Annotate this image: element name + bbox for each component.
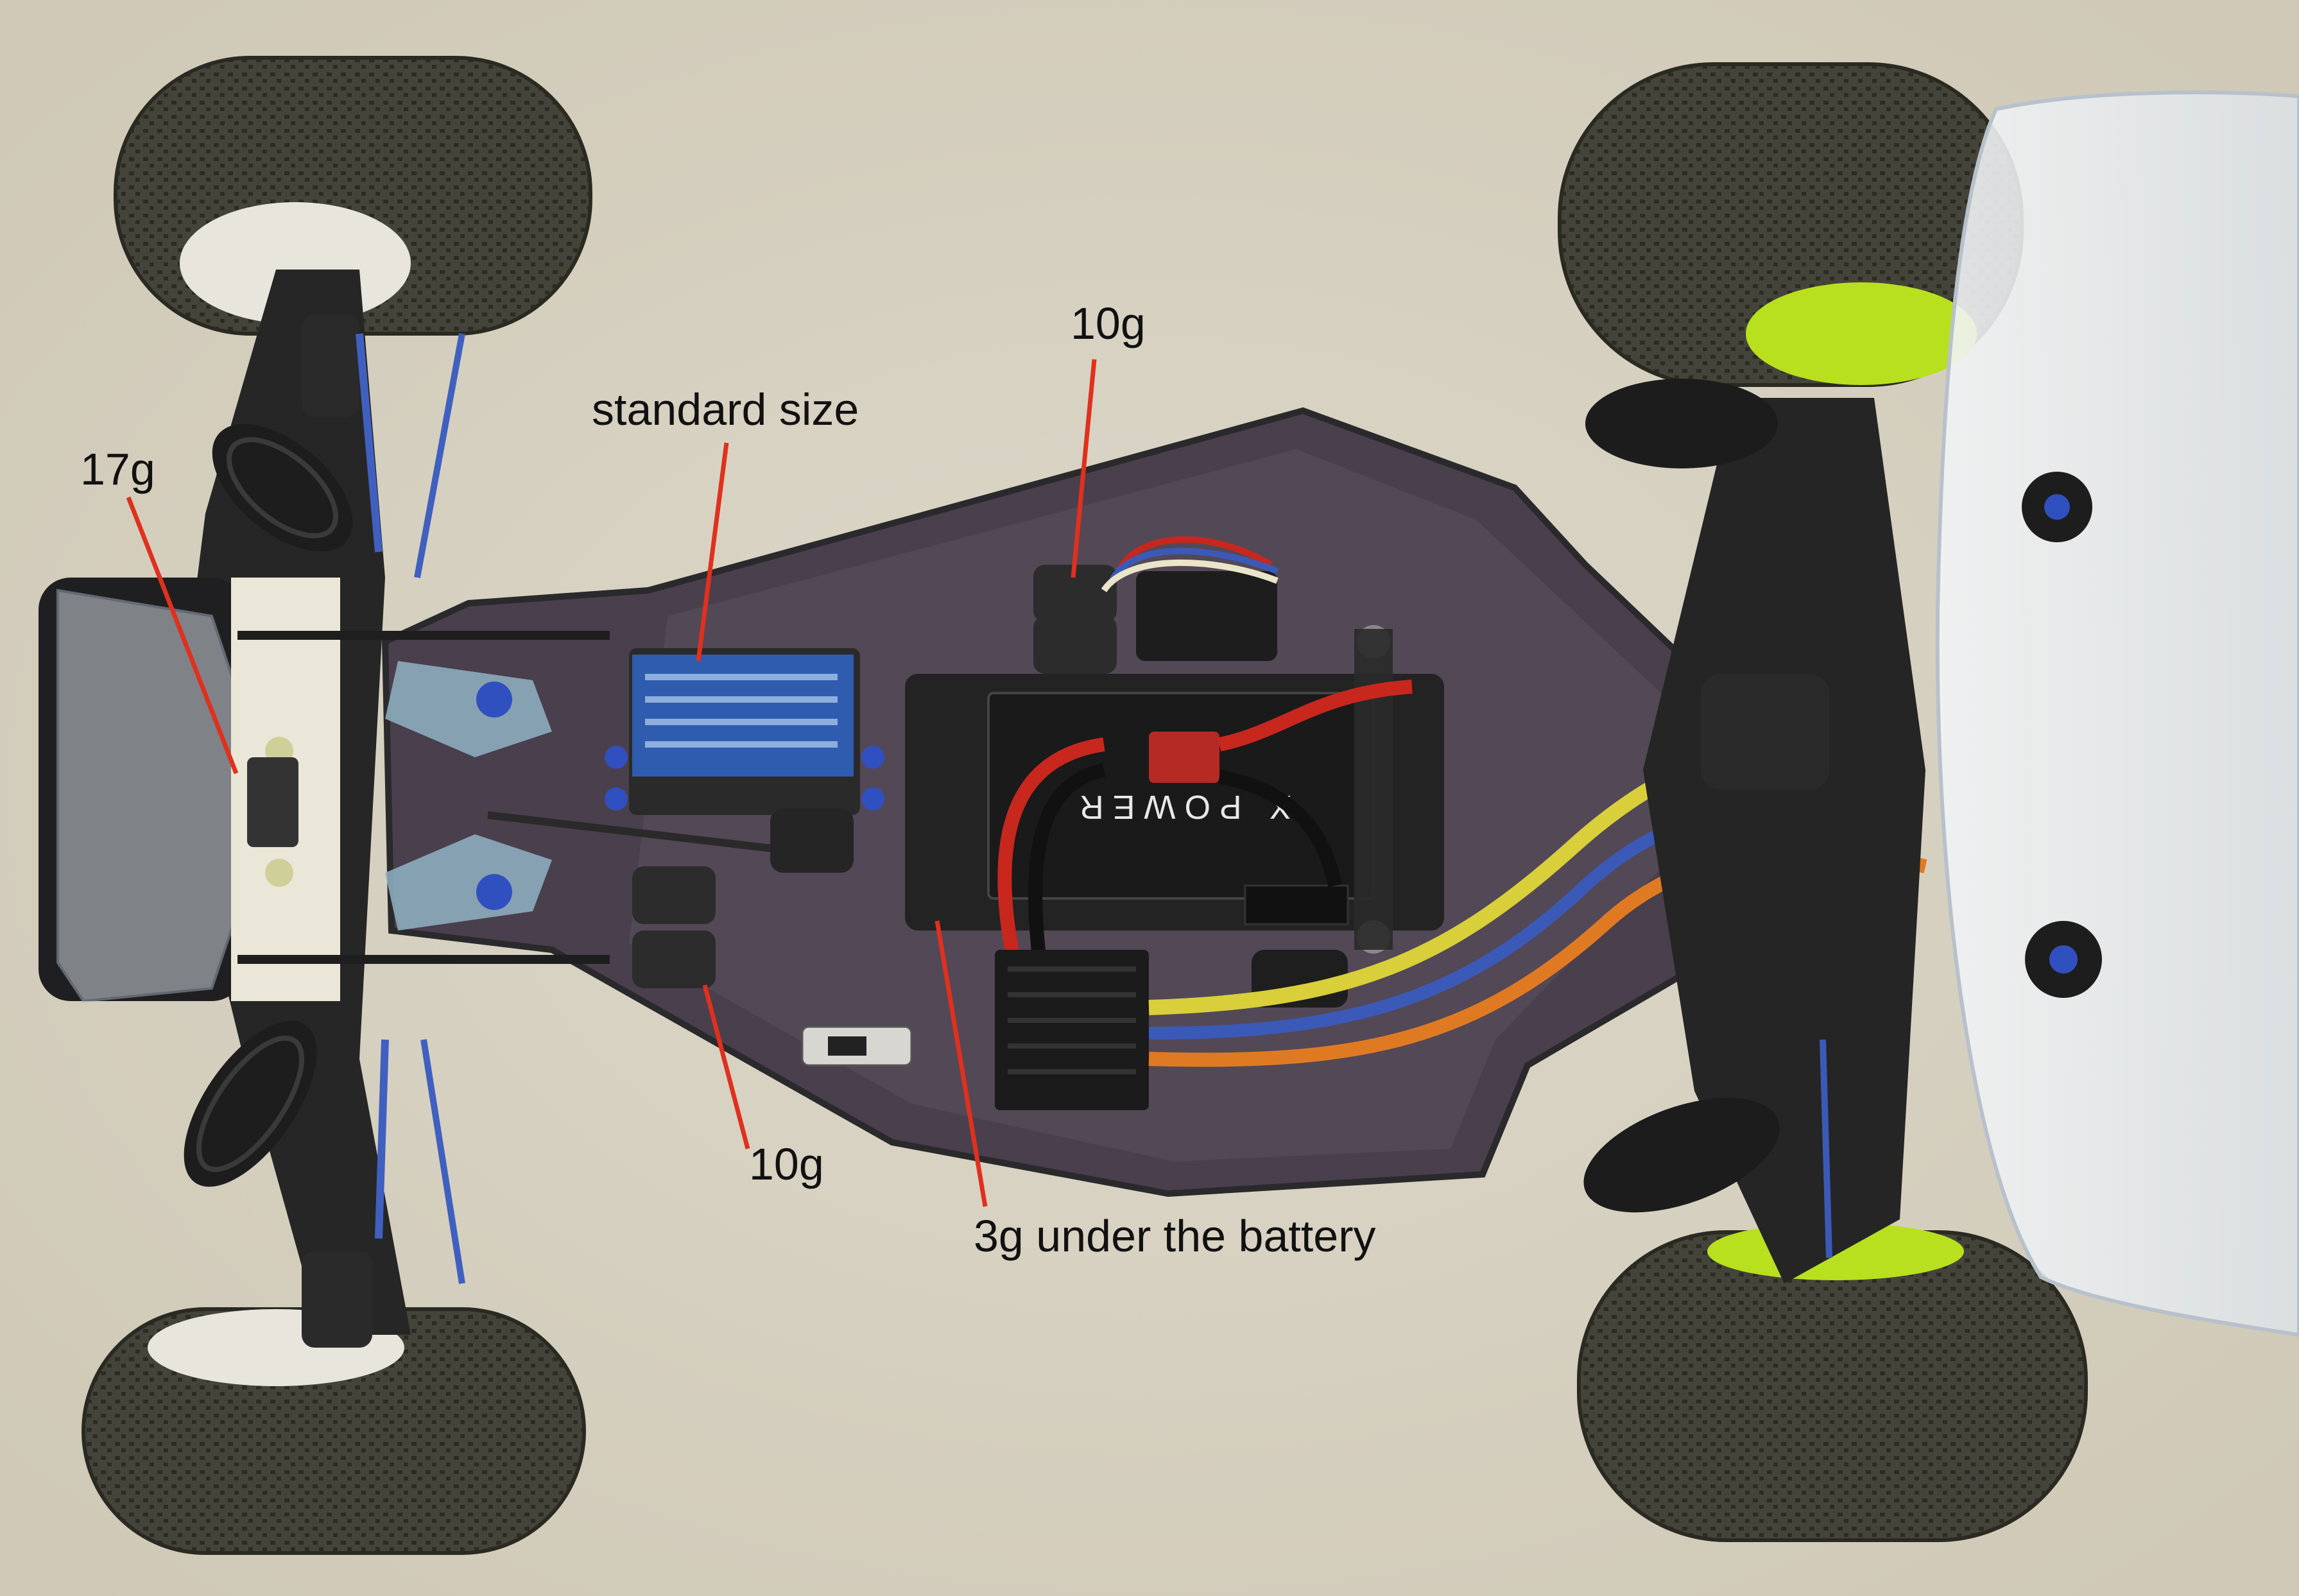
pointer-top-weight — [1071, 359, 1097, 578]
front-shock-lower — [184, 1020, 317, 1187]
esc — [995, 950, 1348, 1110]
front-right-wheel — [1558, 62, 2024, 387]
front-shock-upper — [212, 424, 353, 552]
battery-pack: X POWER — [905, 625, 1444, 965]
battery-brand-label: X POWER — [1071, 788, 1291, 825]
label-front-weight: 17g — [80, 444, 155, 494]
power-switch — [801, 1025, 913, 1067]
label-servo: standard size — [592, 384, 859, 434]
steering-link — [487, 811, 816, 857]
front-weight-17g — [247, 757, 298, 847]
receiver — [1101, 536, 1279, 661]
pointer-bottom-weight — [702, 984, 750, 1149]
pointer-battery-weight — [934, 920, 988, 1207]
front-bumper-shell — [39, 578, 340, 1003]
steering-bellcranks — [385, 661, 552, 931]
label-top-weight: 10g — [1071, 298, 1146, 348]
annotation-lines — [126, 359, 1097, 1207]
weight-block-bottom — [632, 866, 716, 988]
label-bottom-weight: 10g — [749, 1139, 824, 1189]
pointer-servo — [696, 442, 729, 662]
rear-suspension — [1583, 379, 1925, 1283]
weight-block-top — [1033, 565, 1117, 674]
label-battery-weight: 3g under the battery — [974, 1211, 1376, 1261]
body-shell — [1935, 90, 2299, 1337]
rear-right-wheel — [1577, 1223, 2088, 1542]
front-left-wheel — [114, 56, 592, 336]
servo — [605, 648, 884, 873]
pointer-front-weight — [126, 496, 239, 775]
